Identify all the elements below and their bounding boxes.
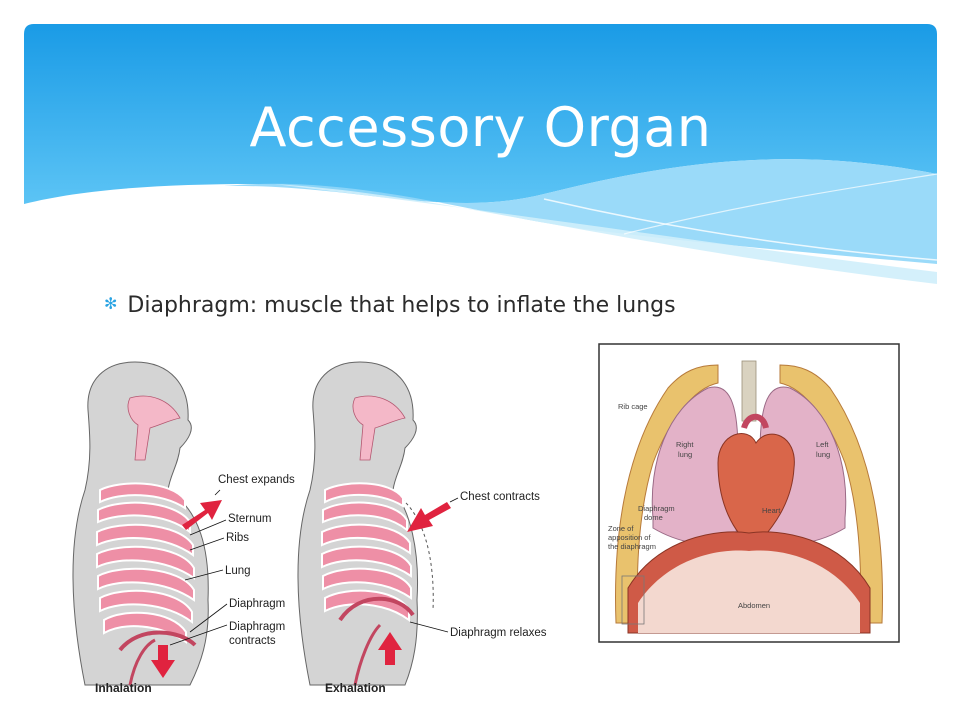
thorax-anatomy-image: Rib cage Right lung Left lung Diaphragm … <box>598 343 900 643</box>
thorax-anatomy-figure: Rib cage Right lung Left lung Diaphragm … <box>598 343 900 643</box>
label-zone-apposition-1: Zone of <box>608 524 634 533</box>
asterisk-bullet-icon: ✻ <box>104 294 118 313</box>
label-sternum: Sternum <box>228 513 271 525</box>
breathing-diagram-image: Chest expands Sternum Ribs Lung Diaphrag… <box>72 361 547 695</box>
label-ribs: Ribs <box>226 532 249 544</box>
caption-inhalation: Inhalation <box>95 681 152 695</box>
title-banner: Accessory Organ <box>24 24 938 284</box>
inhalation-labels: Chest expands Sternum Ribs Lung Diaphrag… <box>95 474 295 695</box>
label-rib-cage: Rib cage <box>618 402 648 411</box>
inhalation-body <box>72 361 222 686</box>
label-right-lung-2: lung <box>678 450 692 459</box>
label-abdomen: Abdomen <box>738 601 770 610</box>
label-left-lung-2: lung <box>816 450 830 459</box>
label-diaphragm: Diaphragm <box>229 598 285 610</box>
label-diaphragm-dome-2: dome <box>644 513 663 522</box>
breathing-diagram: Chest expands Sternum Ribs Lung Diaphrag… <box>60 340 580 712</box>
label-heart: Heart <box>762 506 781 515</box>
caption-exhalation: Exhalation <box>325 681 386 695</box>
label-zone-apposition-2: apposition of <box>608 533 651 542</box>
label-diaphragm-contracts-1: Diaphragm <box>229 621 285 633</box>
banner-background <box>24 24 938 284</box>
bullet-item: ✻ Diaphragm: muscle that helps to inflate… <box>104 293 676 318</box>
slide-title: Accessory Organ <box>249 96 712 159</box>
label-chest-expands: Chest expands <box>218 474 295 486</box>
label-zone-apposition-3: the diaphragm <box>608 542 656 551</box>
label-lung: Lung <box>225 565 251 577</box>
label-left-lung-1: Left <box>816 440 829 449</box>
bullet-text: Diaphragm: muscle that helps to inflate … <box>127 293 676 318</box>
exhalation-body <box>297 361 451 686</box>
label-diaphragm-contracts-2: contracts <box>229 635 276 647</box>
label-right-lung-1: Right <box>676 440 694 449</box>
label-diaphragm-dome-1: Diaphragm <box>638 504 675 513</box>
exhalation-labels: Chest contracts Diaphragm relaxes Exhala… <box>325 491 547 695</box>
label-diaphragm-relaxes: Diaphragm relaxes <box>450 627 547 639</box>
label-chest-contracts: Chest contracts <box>460 491 540 503</box>
